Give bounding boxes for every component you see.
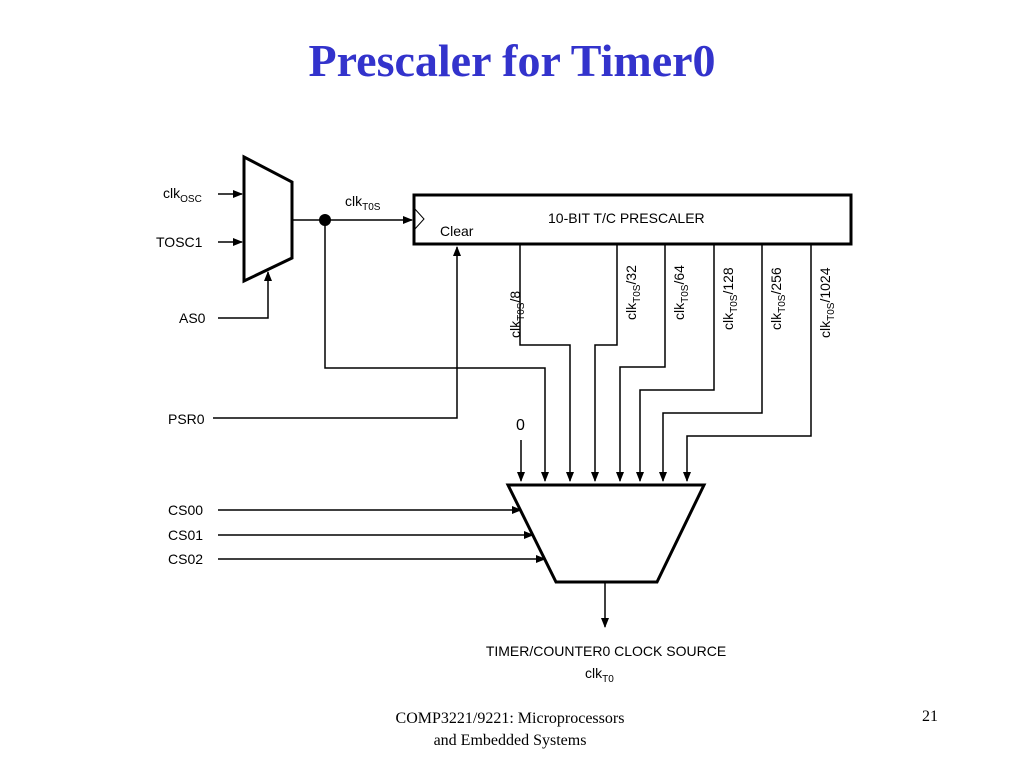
psr0-label: PSR0 [168,411,205,427]
zero-label: 0 [516,417,525,434]
output-label: TIMER/COUNTER0 CLOCK SOURCE [486,643,726,659]
clk-t0s-label: clkT0S [345,193,381,213]
tap-label-128: clkT0S/128 [720,267,740,330]
footer-line-2: and Embedded Systems [433,732,587,749]
page-number: 21 [922,708,938,725]
clk-osc-label: clkOSC [163,185,202,205]
cs01-label: CS01 [168,527,203,543]
clk-t0s-bypass-wire [324,220,549,482]
tap-label-32: clkT0S/32 [623,265,643,320]
cs00-label: CS00 [168,502,203,518]
tap-wire-8 [519,244,574,482]
as0-wire [218,271,272,319]
footer-line-1: COMP3221/9221: Microprocessors [395,710,625,727]
footer-course: COMP3221/9221: Microprocessors and Embed… [330,708,690,752]
clock-edge-symbol [413,207,425,231]
tap-wire-128 [636,244,715,482]
tap-wire-64 [616,244,666,482]
tap-label-8: clkT0S/8 [507,291,527,338]
tap-label-1024: clkT0S/1024 [817,267,837,338]
tap-wire-256 [659,244,763,482]
clock-select-mux [505,483,707,584]
tosc1-label: TOSC1 [156,234,203,250]
tap-wire-1024 [683,244,812,482]
tap-label-256: clkT0S/256 [768,267,788,330]
clear-label: Clear [440,223,474,239]
prescaler-block [412,193,853,246]
psr0-wire [213,246,461,419]
source-select-mux [242,154,294,284]
tap-label-64: clkT0S/64 [671,265,691,320]
as0-label: AS0 [179,310,206,326]
slide-title: Prescaler for Timer0 [308,35,716,86]
prescaler-diagram: clkOSC TOSC1 AS0 clkT0S 10-BIT T/C PRESC… [156,154,853,685]
tap-wire-32 [591,244,618,482]
prescaler-label: 10-BIT T/C PRESCALER [548,210,705,226]
output-clk-label: clkT0 [585,665,614,685]
cs02-label: CS02 [168,551,203,567]
